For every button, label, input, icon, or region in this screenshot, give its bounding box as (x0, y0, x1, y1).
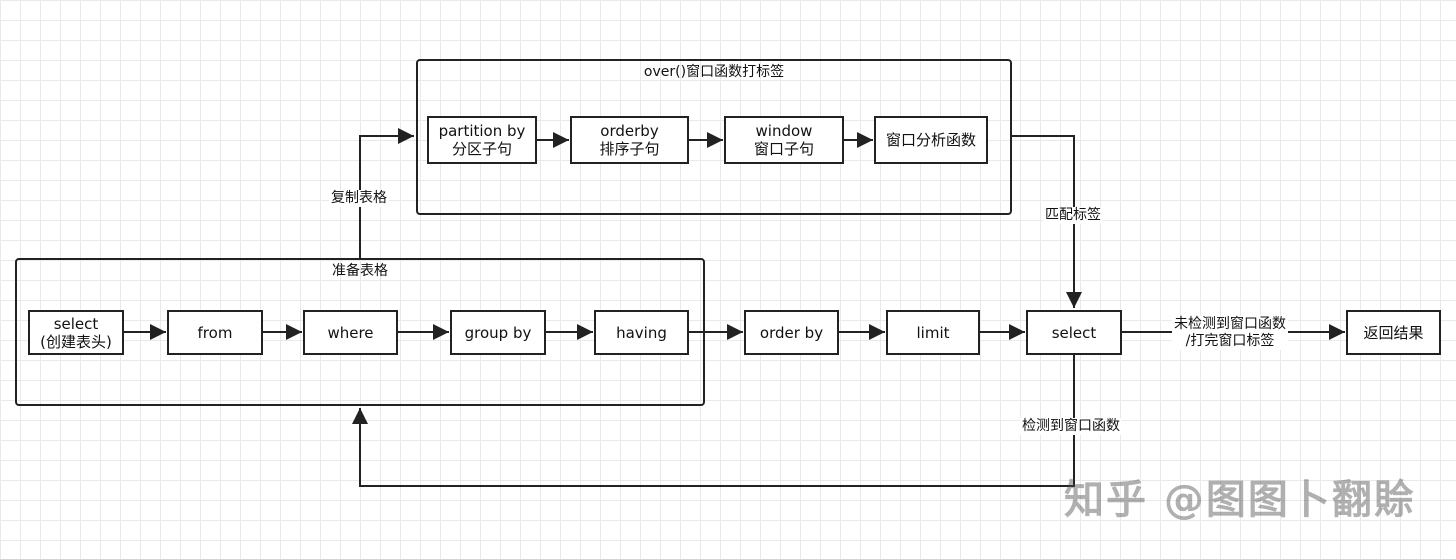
over-window-group: over()窗口函数打标签 (416, 59, 1012, 215)
select-node: select (1026, 310, 1122, 355)
group-by-label: group by (464, 323, 532, 342)
copy-table-label: 复制表格 (329, 190, 389, 207)
select-label: select (1051, 323, 1097, 342)
no-window-label-line2: /打完窗口标签 (1185, 333, 1275, 349)
window-analysis-label: 窗口分析函数 (885, 131, 976, 149)
partition-by-label: partition by (438, 122, 526, 140)
order-by-node: order by (744, 310, 839, 355)
group-by-node: group by (450, 310, 546, 355)
order-by-label: order by (759, 323, 824, 342)
window-label: window (755, 122, 813, 140)
from-node: from (167, 310, 263, 355)
where-node: where (303, 310, 398, 355)
return-result-label: 返回结果 (1363, 323, 1424, 342)
select-header-node: select (创建表头) (28, 310, 124, 355)
where-label: where (327, 323, 374, 342)
match-tag-label: 匹配标签 (1043, 207, 1103, 224)
from-label: from (197, 323, 233, 342)
orderby-clause-node: orderby 排序子句 (570, 116, 689, 164)
detected-window-label: 检测到窗口函数 (1020, 418, 1122, 435)
over-window-group-title: over()窗口函数打标签 (643, 64, 785, 80)
return-result-node: 返回结果 (1346, 310, 1441, 355)
partition-by-node: partition by 分区子句 (427, 116, 537, 164)
window-analysis-node: 窗口分析函数 (874, 116, 988, 164)
select-header-sublabel: (创建表头) (40, 332, 112, 351)
select-header-label: select (53, 314, 99, 333)
orderby-label: orderby (600, 122, 659, 140)
no-window-label-line1: 未检测到窗口函数 (1174, 316, 1286, 332)
edge-match-tag (1012, 135, 1082, 308)
orderby-sublabel: 排序子句 (599, 140, 660, 158)
edge-detected-window (352, 355, 1075, 487)
having-node: having (594, 310, 689, 355)
limit-label: limit (916, 323, 950, 342)
having-label: having (616, 323, 667, 342)
window-sublabel: 窗口子句 (753, 140, 814, 158)
limit-node: limit (886, 310, 980, 355)
edge-copy-table (359, 128, 414, 258)
watermark: 知乎 @图图卜翻賒 (1064, 477, 1416, 523)
partition-by-sublabel: 分区子句 (451, 140, 512, 158)
no-window-label: 未检测到窗口函数 /打完窗口标签 (1172, 316, 1288, 350)
window-clause-node: window 窗口子句 (724, 116, 844, 164)
prepare-table-group-title: 准备表格 (332, 263, 388, 279)
